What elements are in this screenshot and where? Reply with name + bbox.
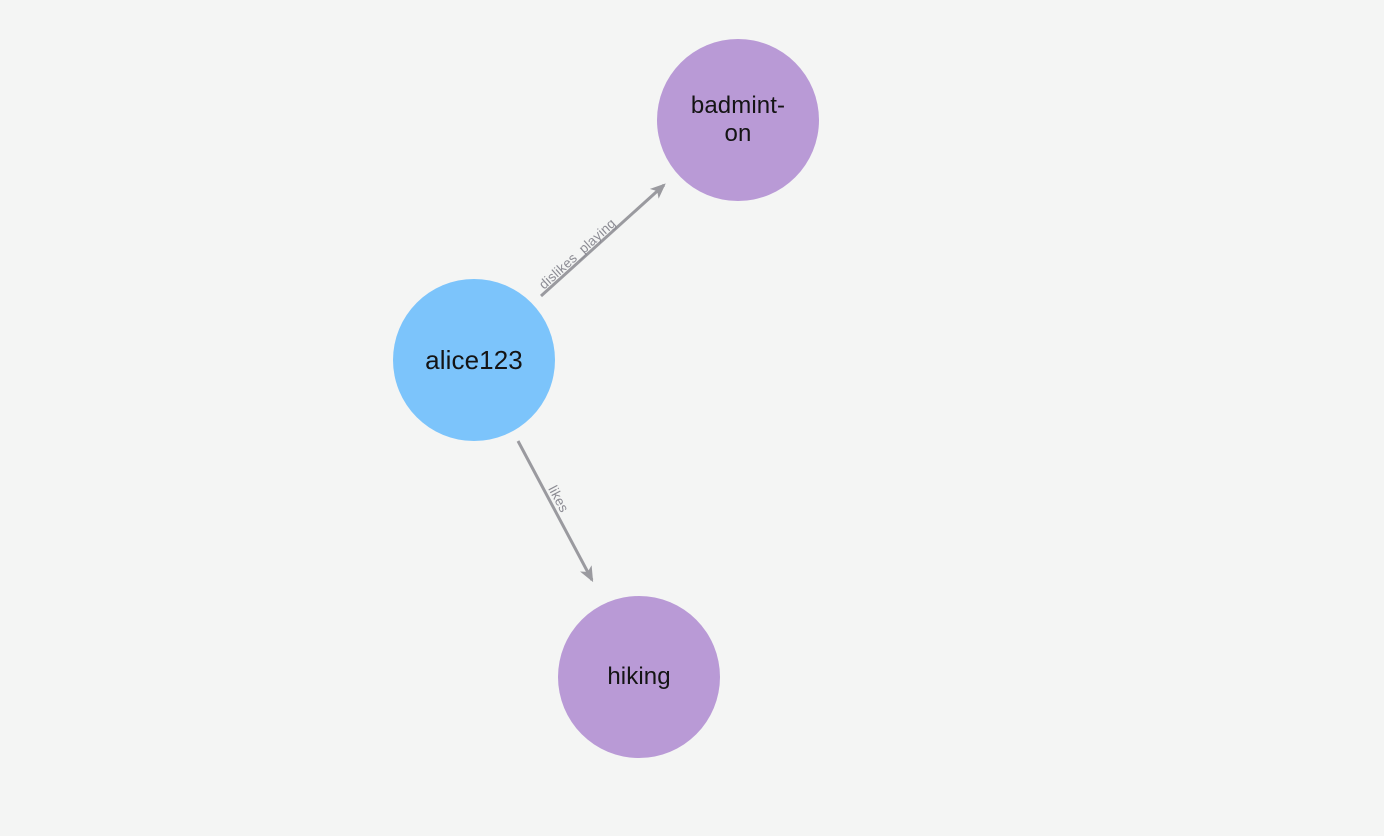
graph-node-alice123[interactable]: alice123 — [393, 279, 555, 441]
graph-node-label-hiking: hiking — [607, 663, 671, 691]
graph-node-label-alice123: alice123 — [425, 344, 523, 375]
graph-node-badminton[interactable]: badmint- on — [657, 39, 819, 201]
edge-alice123-badminton[interactable] — [539, 183, 666, 298]
graph-node-label-badminton: badmint- on — [690, 92, 786, 147]
graph-node-hiking[interactable]: hiking — [558, 596, 720, 758]
edge-alice123-hiking[interactable] — [516, 440, 594, 583]
